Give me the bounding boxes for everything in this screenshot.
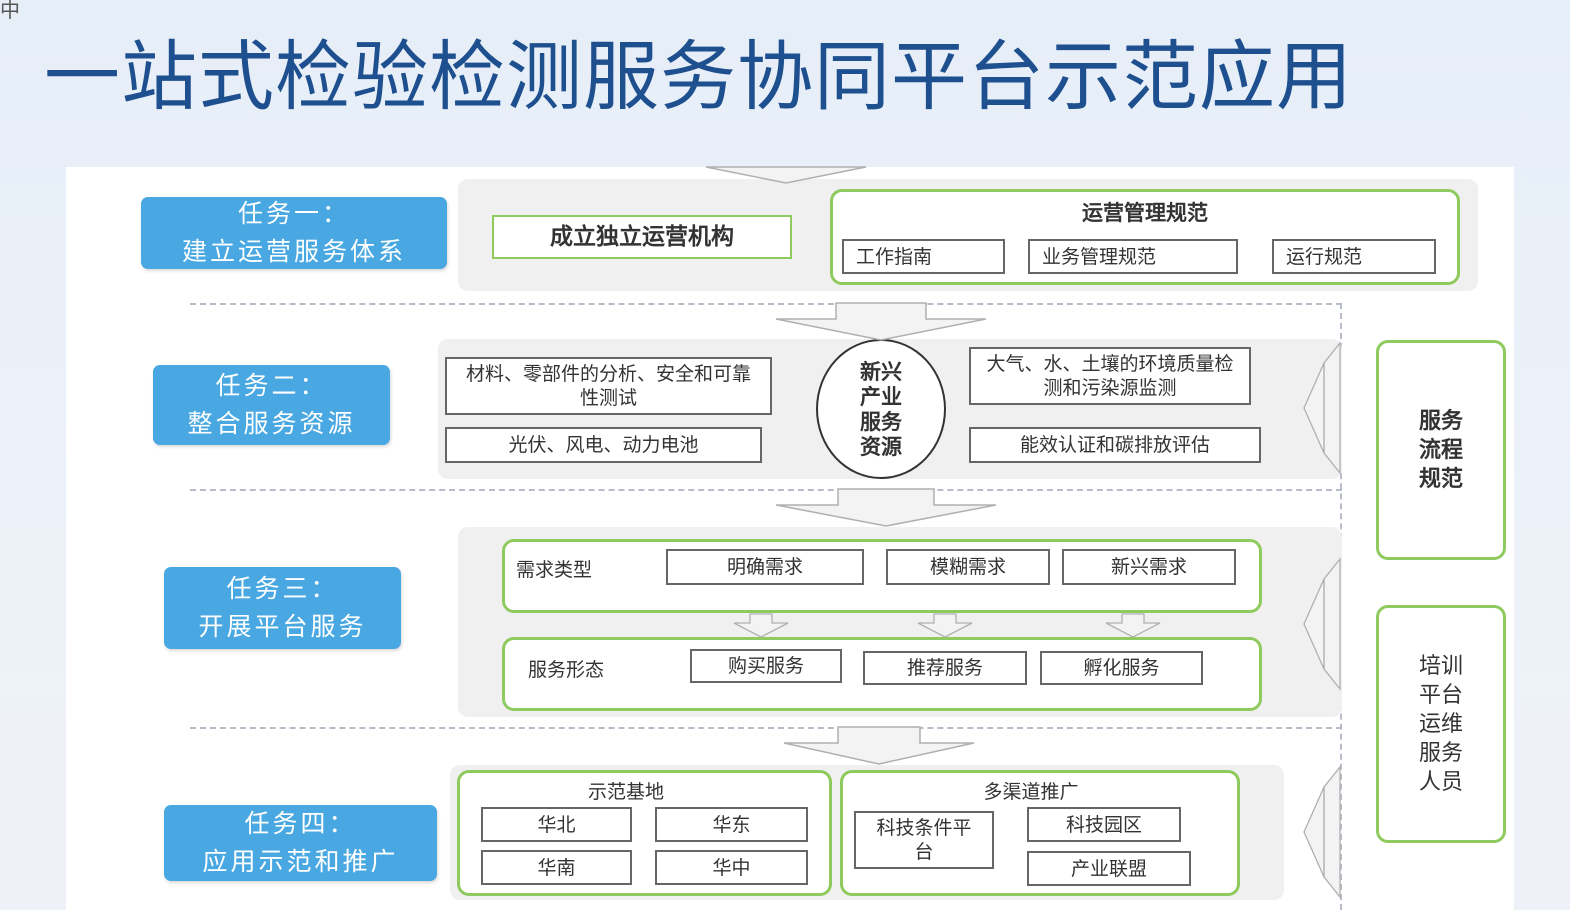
train-line-2: 平台: [1418, 682, 1463, 708]
service-label: 服务形态: [528, 659, 605, 681]
task2-line2: 整合服务资源: [187, 409, 356, 438]
small-arrow-2: [917, 613, 973, 638]
down-arrow-2: [775, 488, 997, 527]
spec-item-work-guide: 工作指南: [842, 239, 1005, 274]
small-arrow-3: [1105, 613, 1161, 638]
corner-glyph: 中: [0, 0, 20, 22]
demo-base-title: 示范基地: [587, 781, 664, 803]
demand-emerging: 新兴需求: [1062, 549, 1236, 585]
task3-line2: 开展平台服务: [198, 612, 367, 641]
flow-line-3: 规范: [1418, 465, 1463, 492]
down-arrow-top: [705, 166, 867, 184]
flow-line-2: 流程: [1418, 436, 1463, 463]
left-arrow-3: [1303, 765, 1341, 899]
task2-label: 任务二： 整合服务资源: [153, 365, 390, 445]
org-box: 成立独立运营机构: [492, 215, 792, 259]
train-line-4: 服务: [1418, 740, 1463, 766]
spec-item-operation-rules: 运行规范: [1272, 239, 1436, 274]
task2-line1: 任务二：: [215, 371, 328, 400]
demand-explicit: 明确需求: [666, 549, 864, 585]
service-flow-spec-box: 服务 流程 规范: [1376, 340, 1506, 560]
base-north: 华北: [481, 807, 632, 842]
task4-line2: 应用示范和推广: [202, 847, 399, 876]
train-line-5: 人员: [1418, 769, 1463, 795]
resource-energy-certification: 能效认证和碳排放评估: [969, 427, 1261, 463]
promo-tech-platform: 科技条件平台: [854, 811, 994, 869]
base-central: 华中: [655, 850, 808, 885]
task3-line1: 任务三：: [226, 574, 339, 603]
center-line-1: 新兴: [860, 359, 902, 384]
diagram-panel: 任务一： 建立运营服务体系 成立独立运营机构 运营管理规范 工作指南 业务管理规…: [66, 166, 1514, 910]
demand-label: 需求类型: [516, 559, 593, 581]
task3-label: 任务三： 开展平台服务: [164, 567, 401, 649]
spec-item-business-rules: 业务管理规范: [1028, 239, 1238, 274]
task1-label: 任务一： 建立运营服务体系: [141, 197, 447, 269]
training-box: 培训 平台 运维 服务 人员: [1376, 605, 1506, 843]
left-arrow-1: [1303, 341, 1341, 475]
center-line-2: 产业: [860, 384, 902, 409]
service-recommend: 推荐服务: [863, 651, 1027, 685]
promotion-title: 多渠道推广: [983, 781, 1079, 803]
promo-tech-park: 科技园区: [1027, 807, 1181, 842]
down-arrow-1: [775, 302, 987, 341]
task4-line1: 任务四：: [244, 809, 357, 838]
demand-vague: 模糊需求: [886, 549, 1050, 585]
train-line-1: 培训: [1418, 653, 1463, 679]
divider-3: [190, 727, 1342, 729]
ops-spec-title: 运营管理规范: [1082, 200, 1208, 225]
task4-label: 任务四： 应用示范和推广: [164, 805, 437, 881]
left-arrow-2: [1303, 557, 1341, 691]
service-incubate: 孵化服务: [1040, 651, 1203, 685]
divider-1: [190, 303, 1342, 305]
down-arrow-3: [783, 726, 975, 765]
resource-environment: 大气、水、土壤的环境质量检测和污染源监测: [969, 347, 1251, 405]
center-line-3: 服务: [860, 409, 902, 434]
base-south: 华南: [481, 850, 632, 885]
slide-title: 一站式检验检测服务协同平台示范应用: [44, 32, 1353, 121]
train-line-3: 运维: [1418, 711, 1463, 737]
service-purchase: 购买服务: [690, 649, 842, 683]
center-line-4: 资源: [860, 434, 902, 459]
divider-2: [190, 489, 1342, 491]
resource-energy: 光伏、风电、动力电池: [445, 427, 762, 463]
base-east: 华东: [655, 807, 808, 842]
emerging-resource-ellipse: 新兴 产业 服务 资源: [816, 339, 946, 479]
small-arrow-1: [733, 613, 789, 638]
task1-line2: 建立运营服务体系: [181, 237, 406, 266]
task1-line1: 任务一：: [237, 199, 350, 228]
flow-line-1: 服务: [1418, 407, 1463, 434]
promo-industry-alliance: 产业联盟: [1027, 851, 1191, 886]
resource-materials: 材料、零部件的分析、安全和可靠性测试: [445, 357, 772, 415]
